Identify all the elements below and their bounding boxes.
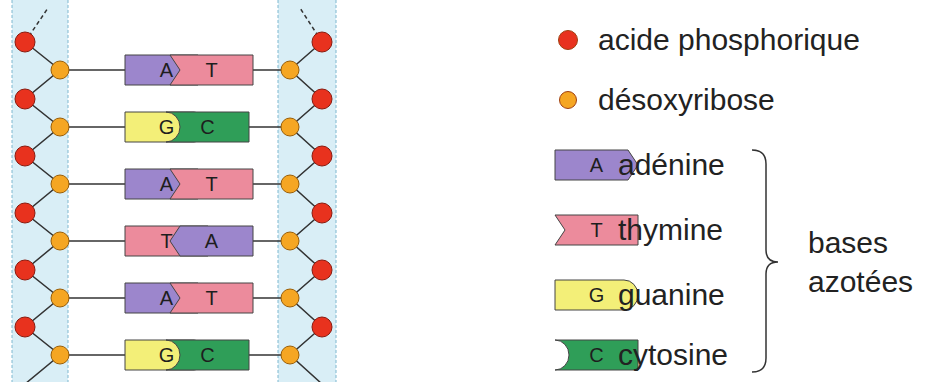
legend-text: thymine	[618, 213, 723, 248]
base-shape: C	[166, 340, 249, 370]
base-shape: T	[170, 169, 253, 199]
bracket-label: bases azotées	[808, 223, 938, 301]
base-letter: T	[170, 55, 253, 85]
legend-text: cytosine	[618, 338, 728, 373]
legend-swatch	[558, 30, 578, 50]
legend-text: adénine	[618, 148, 725, 183]
base-shape: C	[166, 112, 249, 142]
legend-swatch	[559, 91, 577, 109]
base-shape: T	[170, 55, 253, 85]
base-shape: T	[170, 283, 253, 313]
base-shape: A	[170, 226, 253, 256]
base-letter: C	[166, 112, 249, 142]
sugar-dots	[51, 61, 299, 364]
base-letter: T	[170, 169, 253, 199]
base-letter: T	[170, 283, 253, 313]
phosphate-dots	[15, 32, 332, 337]
base-letter: A	[170, 226, 253, 256]
base-letter: C	[166, 340, 249, 370]
backbone-band	[278, 0, 336, 382]
legend-text: acide phosphorique	[598, 23, 860, 58]
backbone-band	[12, 0, 68, 382]
legend-text: désoxyribose	[598, 83, 775, 118]
legend-bracket	[752, 150, 778, 372]
legend-text: guanine	[618, 278, 725, 313]
